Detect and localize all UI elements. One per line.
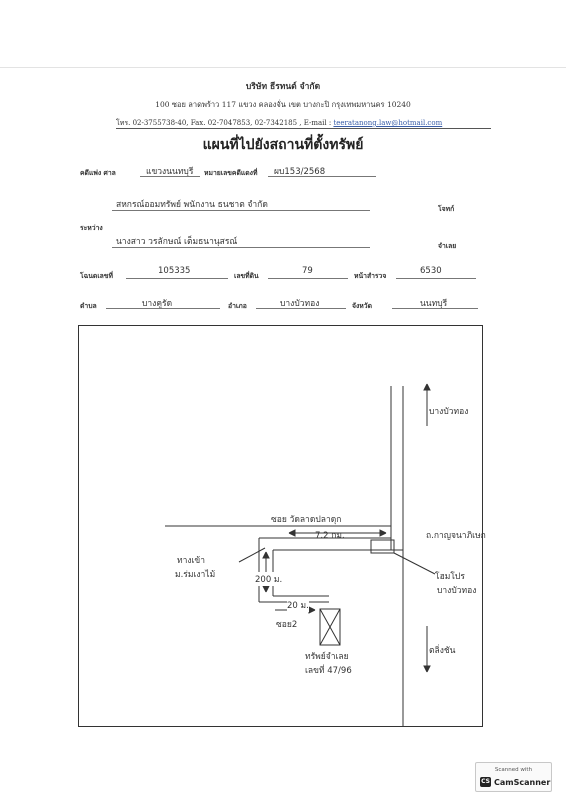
court-underline <box>140 176 200 177</box>
land-underline <box>268 278 348 279</box>
redcase-label: หมายเลขคดีแดงที่ <box>204 169 258 177</box>
property-plot <box>319 608 341 646</box>
map-label-200m: 200 ม. <box>255 572 283 586</box>
north-arrowhead <box>423 383 431 391</box>
map-label-property-2: เลขที่ 47/96 <box>305 666 352 676</box>
survey-label: หน้าสำรวจ <box>354 272 387 280</box>
company-contact: โทร. 02-3755738-40, Fax. 02-7047853, 02-… <box>116 118 442 129</box>
land-label: เลขที่ดิน <box>234 272 259 280</box>
survey-value: 6530 <box>420 266 442 276</box>
map-label-road: ถ.กาญจนาภิเษก <box>426 531 486 541</box>
phone-fax: โทร. 02-3755738-40, Fax. 02-7047853, 02-… <box>116 119 334 127</box>
south-arrowhead <box>423 665 431 673</box>
court-label: คดีแพ่ง ศาล <box>80 169 116 177</box>
scan-top-edge <box>0 67 566 68</box>
land-value: 79 <box>302 266 313 276</box>
redcase-underline <box>268 176 376 177</box>
watermark-caption: Scanned with <box>494 767 533 773</box>
province-underline <box>392 308 478 309</box>
subdistrict-underline <box>106 308 220 309</box>
camscanner-watermark: Scanned with CS CamScanner <box>475 762 552 792</box>
deed-value: 105335 <box>158 266 191 276</box>
defendant-value: นางสาว วรลักษณ์ เต็มธนานุสรณ์ <box>116 237 238 247</box>
map-label-entrance-2: ม.ร่มเงาไม้ <box>175 570 216 580</box>
province-value: นนทบุรี <box>420 299 448 309</box>
company-name: บริษัท ธีรทนต์ จำกัด <box>245 82 321 92</box>
court-value: แขวงนนทบุรี <box>146 167 194 177</box>
plaintiff-value: สหกรณ์ออมทรัพย์ พนักงาน ธนชาต จำกัด <box>116 200 268 210</box>
deed-label: โฉนดเลขที่ <box>80 272 113 280</box>
homepro-building <box>370 539 395 554</box>
location-map: บางบัวทอง ซอย วัดลาดปลาดุก 7.2 กม. ถ.กาญ… <box>78 325 486 727</box>
map-drawing <box>165 383 436 726</box>
map-label-soi2: ซอย2 <box>276 620 298 630</box>
homepro-pointer <box>393 552 436 575</box>
map-label-homepro-2: บางบัวทอง <box>437 586 477 596</box>
entrance-pointer <box>238 547 266 563</box>
district-underline <box>256 308 346 309</box>
map-label-soi: ซอย วัดลาดปลาดุก <box>271 515 342 525</box>
map-label-homepro-1: โฮมโปร <box>435 572 465 582</box>
district-label: อำเภอ <box>228 302 247 310</box>
watermark-brand-name: CamScanner <box>494 777 551 787</box>
subdistrict-value: บางคูรัด <box>142 299 173 309</box>
camscanner-logo-icon: CS <box>480 777 491 787</box>
map-label-distance-main: 7.2 กม. <box>315 531 345 541</box>
watermark-brand: CS CamScanner <box>480 777 550 787</box>
map-label-property-1: ทรัพย์จำเลย <box>305 652 349 662</box>
letterhead-rule <box>116 128 491 129</box>
redcase-value: ผบ153/2568 <box>274 167 326 177</box>
company-address: 100 ซอย ลาดพร้าว 117 แขวง คลองจั่น เขต บ… <box>155 100 411 109</box>
survey-underline <box>396 278 476 279</box>
page-title: แผนที่ไปยังสถานที่ตั้งทรัพย์ <box>202 137 364 153</box>
province-label: จังหวัด <box>352 302 373 310</box>
map-label-entrance-1: ทางเข้า <box>177 556 206 566</box>
map-label-20m: 20 ม. <box>287 598 309 612</box>
deed-underline <box>126 278 228 279</box>
map-label-south: ตลิ่งชัน <box>429 646 456 656</box>
defendant-underline <box>112 247 370 248</box>
plaintiff-underline <box>112 210 370 211</box>
subdistrict-label: ตำบล <box>80 302 97 310</box>
plaintiff-label: โจทก์ <box>438 205 455 213</box>
defendant-label: จำเลย <box>438 242 457 250</box>
between-label: ระหว่าง <box>80 224 103 232</box>
map-label-north: บางบัวทอง <box>429 407 469 417</box>
email-link[interactable]: teeratanong.law@hotmail.com <box>333 119 443 127</box>
district-value: บางบัวทอง <box>280 299 320 309</box>
